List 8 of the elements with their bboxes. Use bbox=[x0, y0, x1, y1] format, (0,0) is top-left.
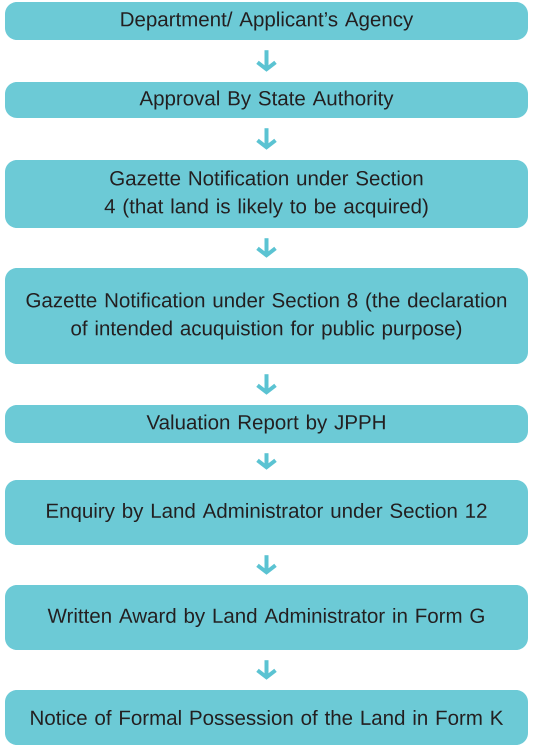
process-box: Notice of Formal Possession of the Land in Form K bbox=[5, 690, 528, 745]
process-box: Department/ Applicant’s Agency bbox=[5, 2, 528, 40]
process-box: Approval By State Authority bbox=[5, 82, 528, 118]
process-box: Gazette Notification under Section 4 (that land is likely to be acquired) bbox=[5, 160, 528, 228]
process-box: Gazette Notification under Section 8 (the declaration of intended acuquistion for public purpose) bbox=[5, 268, 528, 364]
process-box: Enquiry by Land Administrator under Section 12 bbox=[5, 480, 528, 545]
process-box: Written Award by Land Administrator in Form G bbox=[5, 585, 528, 650]
process-box: Valuation Report by JPPH bbox=[5, 405, 528, 443]
